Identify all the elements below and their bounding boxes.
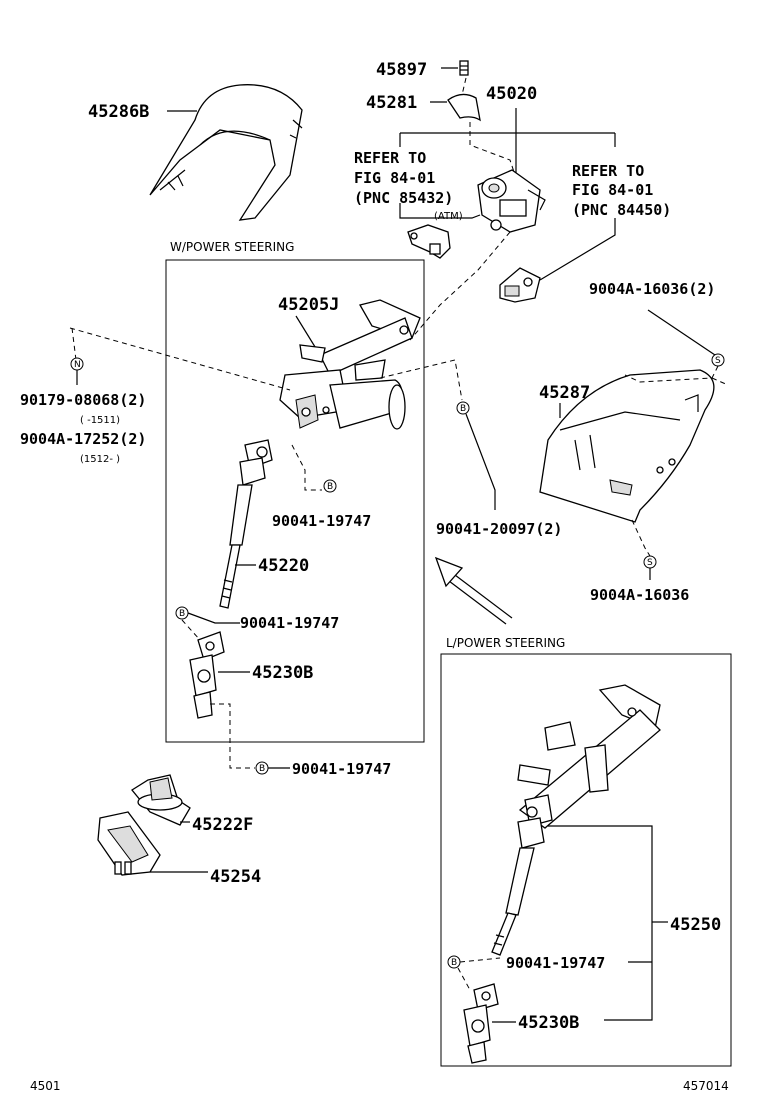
label-45281: 45281	[366, 93, 417, 113]
key-switch-part	[499, 267, 541, 303]
svg-text:B: B	[451, 958, 457, 968]
cover-45281-part	[447, 93, 481, 122]
label-90041-19747-c: 90041-19747	[292, 760, 391, 778]
label-45205J: 45205J	[278, 295, 339, 315]
svg-text:B: B	[327, 482, 333, 492]
w-power-steering-box	[165, 259, 425, 743]
svg-text:B: B	[259, 764, 265, 774]
label-45220: 45220	[258, 556, 309, 576]
label-range-2: (1512- )	[80, 454, 120, 465]
refer-note-2-line1: REFER TO	[572, 162, 644, 180]
label-45254: 45254	[210, 867, 261, 887]
footer-right-code: 457014	[683, 1079, 729, 1093]
label-range-1: ( -1511)	[80, 415, 120, 426]
marker-b-4	[456, 401, 470, 415]
column-lower-cover-part	[539, 369, 715, 523]
label-90041-19747-b: 90041-19747	[240, 614, 339, 632]
svg-text:S: S	[647, 558, 653, 568]
ignition-lock-part	[477, 169, 546, 233]
refer-note-1-line2: FIG 84-01	[354, 169, 435, 187]
label-45230B-b: 45230B	[518, 1013, 579, 1033]
refer-note-2-line3: (PNC 84450)	[572, 201, 671, 219]
steering-column-45250-part	[491, 684, 661, 956]
direction-arrow	[434, 556, 513, 625]
l-power-steering-title: L/POWER STEERING	[446, 636, 565, 650]
label-9004A-16036-2: 9004A-16036(2)	[589, 280, 715, 298]
label-9004A-17252: 9004A-17252(2)	[20, 430, 146, 448]
refer-note-2-line2: FIG 84-01	[572, 181, 653, 199]
label-90041-19747-d: 90041-19747	[506, 954, 605, 972]
universal-joint-45230B-upper-part	[189, 631, 225, 719]
w-power-steering-title: W/POWER STEERING	[170, 240, 294, 254]
universal-joint-45230B-lower-part	[463, 983, 499, 1064]
svg-text:S: S	[715, 356, 721, 366]
atm-solenoid-part	[407, 224, 451, 259]
svg-text:B: B	[179, 609, 185, 619]
label-45230B-a: 45230B	[252, 663, 313, 683]
label-45250: 45250	[670, 915, 721, 935]
steering-column-45205J-part	[279, 299, 421, 430]
column-upper-cover-part	[149, 84, 303, 221]
refer-note-1-line3: (PNC 85432)	[354, 189, 453, 207]
label-45897: 45897	[376, 60, 427, 80]
label-45286B: 45286B	[88, 102, 149, 122]
label-45020: 45020	[486, 84, 537, 104]
intermediate-shaft-45220-part	[219, 439, 273, 609]
hole-cover-45254-part	[97, 811, 161, 876]
marker-b-1	[323, 479, 337, 493]
label-90041-20097: 90041-20097(2)	[436, 520, 562, 538]
footer-left-code: 4501	[30, 1079, 61, 1093]
label-90041-19747-a: 90041-19747	[272, 512, 371, 530]
l-power-steering-box	[440, 653, 732, 1067]
label-45287: 45287	[539, 383, 590, 403]
label-90179-08068: 90179-08068(2)	[20, 391, 146, 409]
refer-note-1-line1: REFER TO	[354, 149, 426, 167]
refer-note-1-atm: (ATM)	[434, 211, 463, 222]
label-9004A-16036: 9004A-16036	[590, 586, 689, 604]
svg-text:B: B	[460, 404, 466, 414]
boot-45222F-part	[131, 774, 191, 826]
pin-45897-part	[459, 60, 469, 76]
label-45222F: 45222F	[192, 815, 253, 835]
svg-text:N: N	[74, 360, 81, 370]
